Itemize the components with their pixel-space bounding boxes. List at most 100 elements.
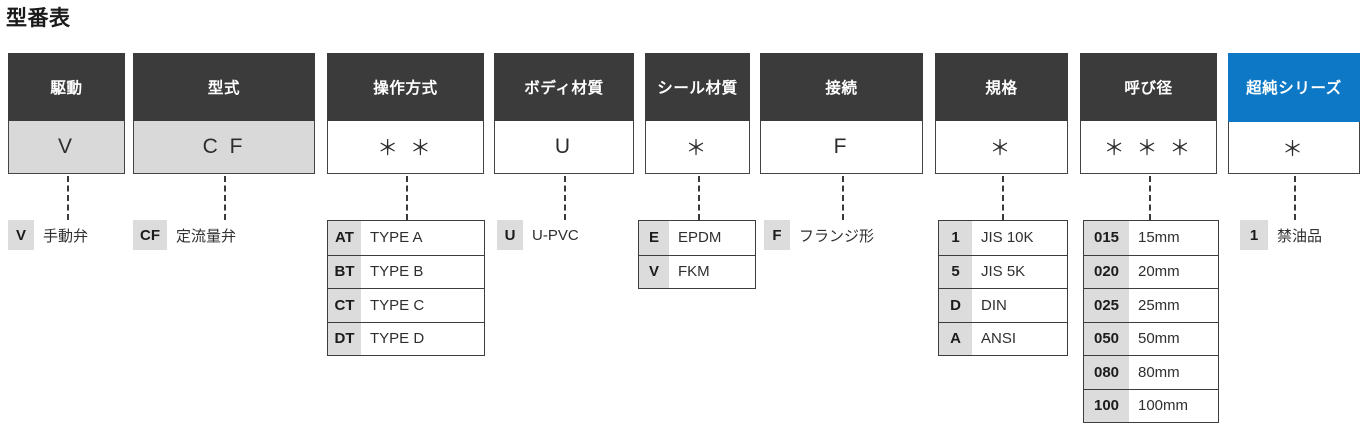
connector-line-drive xyxy=(67,176,69,220)
legend-code-chip: U xyxy=(497,220,523,250)
legend-row[interactable]: 1 禁油品 xyxy=(1240,220,1360,250)
legend-seal_material: E EPDM V FKM xyxy=(638,220,756,289)
column-value-operation[interactable]: ＊ ＊ xyxy=(327,121,484,174)
column-value-body_material[interactable]: U xyxy=(494,121,634,174)
legend-code-chip: V xyxy=(639,255,669,288)
column-header-standard: 規格 xyxy=(935,53,1068,121)
page-title: 型番表 xyxy=(6,7,71,30)
legend-code-chip: 050 xyxy=(1084,322,1129,355)
legend-label: TYPE D xyxy=(370,330,425,348)
legend-code-chip: E xyxy=(639,221,669,255)
column-value-seal_material[interactable]: ＊ xyxy=(645,121,750,174)
legend-connection: F フランジ形 xyxy=(764,220,914,250)
legend-row[interactable]: 080 80mm xyxy=(1084,355,1218,389)
legend-label: 25mm xyxy=(1138,296,1180,314)
legend-label: 50mm xyxy=(1138,330,1180,348)
column-header-model: 型式 xyxy=(133,53,315,121)
legend-label: 80mm xyxy=(1138,363,1180,381)
column-value-ultra_pure_series[interactable]: ＊ xyxy=(1228,121,1360,174)
connector-line-nominal_diameter xyxy=(1149,176,1151,220)
legend-label: フランジ形 xyxy=(799,227,875,245)
legend-code-chip: BT xyxy=(328,255,361,288)
column-header-body_material: ボディ材質 xyxy=(494,53,634,121)
legend-body_material: U U-PVC xyxy=(497,220,617,250)
legend-row[interactable]: U U-PVC xyxy=(497,220,617,250)
legend-ultra_pure_series: 1 禁油品 xyxy=(1240,220,1360,250)
legend-row[interactable]: E EPDM xyxy=(639,221,755,255)
legend-code-chip: 5 xyxy=(939,255,972,288)
legend-code-chip: D xyxy=(939,289,972,322)
connector-line-standard xyxy=(1002,176,1004,220)
legend-code-chip: 1 xyxy=(939,221,972,255)
connector-line-operation xyxy=(406,176,408,220)
legend-code-chip: V xyxy=(8,220,34,250)
legend-code-chip: AT xyxy=(328,221,361,255)
legend-label: FKM xyxy=(678,263,710,281)
legend-label: ANSI xyxy=(981,330,1017,348)
legend-code-chip: F xyxy=(764,220,790,250)
legend-code-chip: 025 xyxy=(1084,289,1129,322)
legend-row[interactable]: 1 JIS 10K xyxy=(939,221,1067,255)
legend-row[interactable]: 050 50mm xyxy=(1084,321,1218,355)
legend-label: 禁油品 xyxy=(1277,227,1323,245)
legend-code-chip: CT xyxy=(328,289,361,322)
legend-label: TYPE A xyxy=(370,229,423,247)
legend-row[interactable]: 025 25mm xyxy=(1084,288,1218,322)
column-header-connection: 接続 xyxy=(760,53,923,121)
legend-label: JIS 10K xyxy=(981,229,1034,247)
legend-label: TYPE B xyxy=(370,263,424,281)
legend-code-chip: 1 xyxy=(1240,220,1268,250)
legend-row[interactable]: DT TYPE D xyxy=(328,321,484,355)
legend-label: 20mm xyxy=(1138,263,1180,281)
column-value-model[interactable]: C F xyxy=(133,121,315,174)
column-value-standard[interactable]: ＊ xyxy=(935,121,1068,174)
column-value-connection[interactable]: F xyxy=(760,121,923,174)
legend-operation: AT TYPE A BT TYPE B CT TYPE C DT TYPE D xyxy=(327,220,485,356)
legend-model: CF 定流量弁 xyxy=(133,220,263,250)
legend-row[interactable]: V 手動弁 xyxy=(8,220,128,250)
legend-code-chip: A xyxy=(939,322,972,355)
legend-code-chip: 080 xyxy=(1084,356,1129,389)
legend-code-chip: 015 xyxy=(1084,221,1129,255)
connector-line-connection xyxy=(842,176,844,220)
legend-row[interactable]: BT TYPE B xyxy=(328,254,484,288)
legend-code-chip: DT xyxy=(328,322,361,355)
legend-label: 定流量弁 xyxy=(176,227,237,245)
legend-row[interactable]: F フランジ形 xyxy=(764,220,914,250)
legend-row[interactable]: 015 15mm xyxy=(1084,221,1218,255)
legend-row[interactable]: CT TYPE C xyxy=(328,288,484,322)
column-value-nominal_diameter[interactable]: ＊ ＊ ＊ xyxy=(1080,121,1217,174)
legend-drive: V 手動弁 xyxy=(8,220,128,250)
column-header-seal_material: シール材質 xyxy=(645,53,750,121)
connector-line-seal_material xyxy=(698,176,700,220)
legend-label: 手動弁 xyxy=(43,227,89,245)
column-header-operation: 操作方式 xyxy=(327,53,484,121)
column-header-nominal_diameter: 呼び径 xyxy=(1080,53,1217,121)
legend-label: 15mm xyxy=(1138,229,1180,247)
legend-row[interactable]: 5 JIS 5K xyxy=(939,254,1067,288)
connector-line-body_material xyxy=(564,176,566,220)
legend-code-chip: CF xyxy=(133,220,167,250)
legend-row[interactable]: CF 定流量弁 xyxy=(133,220,263,250)
legend-label: 100mm xyxy=(1138,397,1189,415)
legend-label: U-PVC xyxy=(532,226,579,244)
legend-label: JIS 5K xyxy=(981,263,1026,281)
column-header-ultra_pure_series: 超純シリーズ xyxy=(1228,53,1360,121)
connector-line-ultra_pure_series xyxy=(1294,176,1296,220)
legend-row[interactable]: A ANSI xyxy=(939,321,1067,355)
legend-row[interactable]: 100 100mm xyxy=(1084,388,1218,422)
column-header-drive: 駆動 xyxy=(8,53,125,121)
legend-row[interactable]: V FKM xyxy=(639,254,755,288)
legend-code-chip: 100 xyxy=(1084,389,1129,422)
connector-line-model xyxy=(224,176,226,220)
legend-label: DIN xyxy=(981,296,1007,314)
legend-row[interactable]: AT TYPE A xyxy=(328,221,484,255)
legend-label: TYPE C xyxy=(370,296,425,314)
legend-label: EPDM xyxy=(678,229,722,247)
column-value-drive[interactable]: V xyxy=(8,121,125,174)
legend-row[interactable]: D DIN xyxy=(939,288,1067,322)
